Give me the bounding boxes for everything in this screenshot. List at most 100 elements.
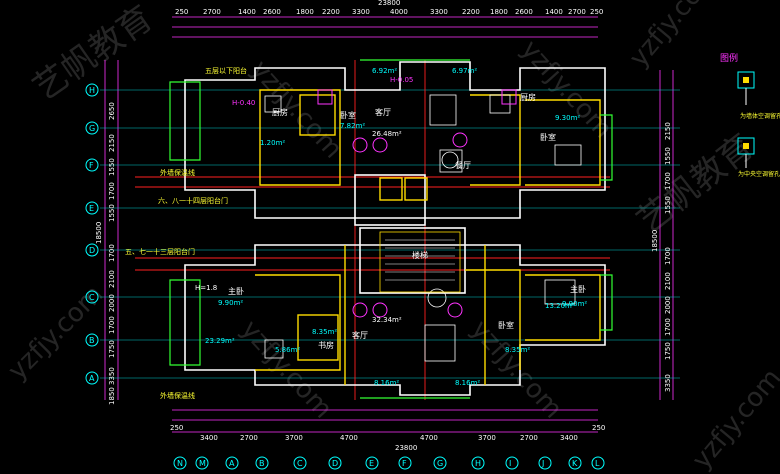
annotation: 外墙保温线 bbox=[160, 168, 195, 177]
axis-bubble: F bbox=[85, 158, 99, 172]
watermark-text: yzfjy.com bbox=[465, 315, 568, 425]
svg-text:C: C bbox=[297, 459, 303, 468]
dim-top: 1400 bbox=[238, 8, 256, 16]
axis-bubble: K bbox=[568, 456, 582, 470]
svg-text:G: G bbox=[89, 124, 95, 133]
dim-bottom: 3400 bbox=[200, 434, 218, 442]
axis-bubble: G bbox=[433, 456, 447, 470]
annotation: 8.16m² bbox=[455, 379, 480, 387]
annotation: H-0.40 bbox=[232, 99, 255, 107]
axis-bubble: A bbox=[85, 371, 99, 385]
dim-right: 1750 bbox=[664, 342, 672, 360]
svg-text:M: M bbox=[199, 459, 206, 468]
right-dimension-text: 2150 1550 1700 1550 18500 1700 2100 2000… bbox=[651, 122, 672, 392]
svg-text:H: H bbox=[89, 86, 95, 95]
axis-bubble: D bbox=[328, 456, 342, 470]
dim-bottom: 2700 bbox=[240, 434, 258, 442]
annotation: H-0.05 bbox=[390, 76, 413, 84]
room-name: 客厅 bbox=[375, 107, 391, 117]
svg-text:L: L bbox=[595, 459, 600, 468]
dim-right: 2100 bbox=[664, 272, 672, 290]
axis-grid bbox=[100, 89, 680, 379]
dim-bottom: 4700 bbox=[420, 434, 438, 442]
axis-bubble: J bbox=[538, 456, 552, 470]
dim-top: 3300 bbox=[352, 8, 370, 16]
left-dimension-text: 2650 2150 1550 1700 1550 18500 1700 2100… bbox=[95, 102, 116, 405]
annotation: 23.29m² bbox=[205, 337, 235, 345]
dim-top: 2600 bbox=[515, 8, 533, 16]
svg-text:B: B bbox=[89, 336, 95, 345]
room-area: 8.35m² bbox=[505, 346, 530, 354]
dim-top: 1800 bbox=[296, 8, 314, 16]
dim-top: 2200 bbox=[462, 8, 480, 16]
dim-right: 2000 bbox=[664, 296, 672, 314]
dim-top: 1400 bbox=[545, 8, 563, 16]
annotation: 外墙保温线 bbox=[160, 391, 195, 400]
room-area: 9.90m² bbox=[562, 300, 587, 308]
dim-bottom-total: 23800 bbox=[395, 444, 417, 452]
room-labels: 厨房 卧室 7.82m² 客厅 26.48m² 餐厅 卧室 9.30m² 厨房 … bbox=[218, 92, 587, 354]
legend-central-ac-icon: 为中央空调留孔 bbox=[737, 137, 780, 178]
annotation: 六、八一十四层阳台门 bbox=[158, 196, 228, 205]
annotation: 6.97m² bbox=[452, 67, 477, 75]
dim-top-total: 23800 bbox=[378, 0, 400, 7]
svg-text:F: F bbox=[402, 459, 407, 468]
dim-bottom: 3400 bbox=[560, 434, 578, 442]
annotation: 8.16m² bbox=[374, 379, 399, 387]
watermark-text: yzfjy.com bbox=[624, 0, 725, 73]
dim-left: 1700 bbox=[108, 316, 116, 334]
stair-treads bbox=[385, 239, 455, 281]
dim-right: 1700 bbox=[664, 172, 672, 190]
dim-right: 18500 bbox=[651, 230, 659, 252]
partition-lines bbox=[135, 60, 610, 400]
dim-top: 2700 bbox=[568, 8, 586, 16]
annotation: 13.20m² bbox=[545, 302, 575, 310]
axis-bubble: F bbox=[398, 456, 412, 470]
legend: 图例 为墙体空调留孔 为中央空调留孔 bbox=[720, 52, 780, 178]
svg-text:I: I bbox=[509, 459, 511, 468]
legend-wall-ac-icon: 为墙体空调留孔 bbox=[737, 71, 780, 120]
legend-title: 图例 bbox=[720, 52, 738, 64]
room-name: 楼梯 bbox=[412, 250, 428, 260]
room-name: 客厅 bbox=[352, 330, 368, 340]
axis-bubble: L bbox=[591, 456, 605, 470]
dim-top: 2600 bbox=[263, 8, 281, 16]
room-area: 9.30m² bbox=[555, 114, 580, 122]
svg-text:A: A bbox=[229, 459, 235, 468]
axis-bubbles-left: H G F E D C B A bbox=[85, 83, 99, 385]
svg-text:N: N bbox=[177, 459, 183, 468]
dim-bottom: 4700 bbox=[340, 434, 358, 442]
svg-text:A: A bbox=[89, 374, 95, 383]
dim-left: 1550 bbox=[108, 204, 116, 222]
dim-left: 2150 bbox=[108, 134, 116, 152]
dim-top: 4000 bbox=[390, 8, 408, 16]
dim-left: 1700 bbox=[108, 244, 116, 262]
svg-text:J: J bbox=[541, 459, 544, 468]
dim-top: 2200 bbox=[322, 8, 340, 16]
legend-label: 为墙体空调留孔 bbox=[740, 112, 780, 120]
balcony-outlines bbox=[169, 59, 613, 399]
dim-top: 2700 bbox=[203, 8, 221, 16]
dim-left: 1750 bbox=[108, 340, 116, 358]
dim-left: 3350 bbox=[108, 367, 116, 385]
svg-text:E: E bbox=[89, 204, 94, 213]
dim-right: 2150 bbox=[664, 122, 672, 140]
axis-bubble: E bbox=[365, 456, 379, 470]
room-name: 厨房 bbox=[520, 92, 536, 102]
axis-bubble: E bbox=[85, 201, 99, 215]
dim-top: 250 bbox=[590, 8, 603, 16]
dim-right: 1550 bbox=[664, 196, 672, 214]
dim-left: 1550 bbox=[108, 158, 116, 176]
room-name: 餐厅 bbox=[455, 161, 471, 170]
axis-bubble: C bbox=[293, 456, 307, 470]
svg-text:E: E bbox=[369, 459, 374, 468]
room-name: 卧室 bbox=[498, 320, 514, 330]
watermark-text: 艺帆教育 bbox=[629, 126, 761, 241]
dim-top: 250 bbox=[175, 8, 188, 16]
axis-bubbles-bottom: A B C D E F G H I J K L M N bbox=[173, 456, 605, 470]
top-dimension-text: 250 2700 1400 2600 1800 2200 3300 4000 3… bbox=[175, 0, 603, 16]
svg-text:D: D bbox=[89, 246, 95, 255]
room-area: 9.90m² bbox=[218, 299, 243, 307]
dim-bottom: 250 bbox=[592, 424, 605, 432]
dim-top: 1800 bbox=[490, 8, 508, 16]
